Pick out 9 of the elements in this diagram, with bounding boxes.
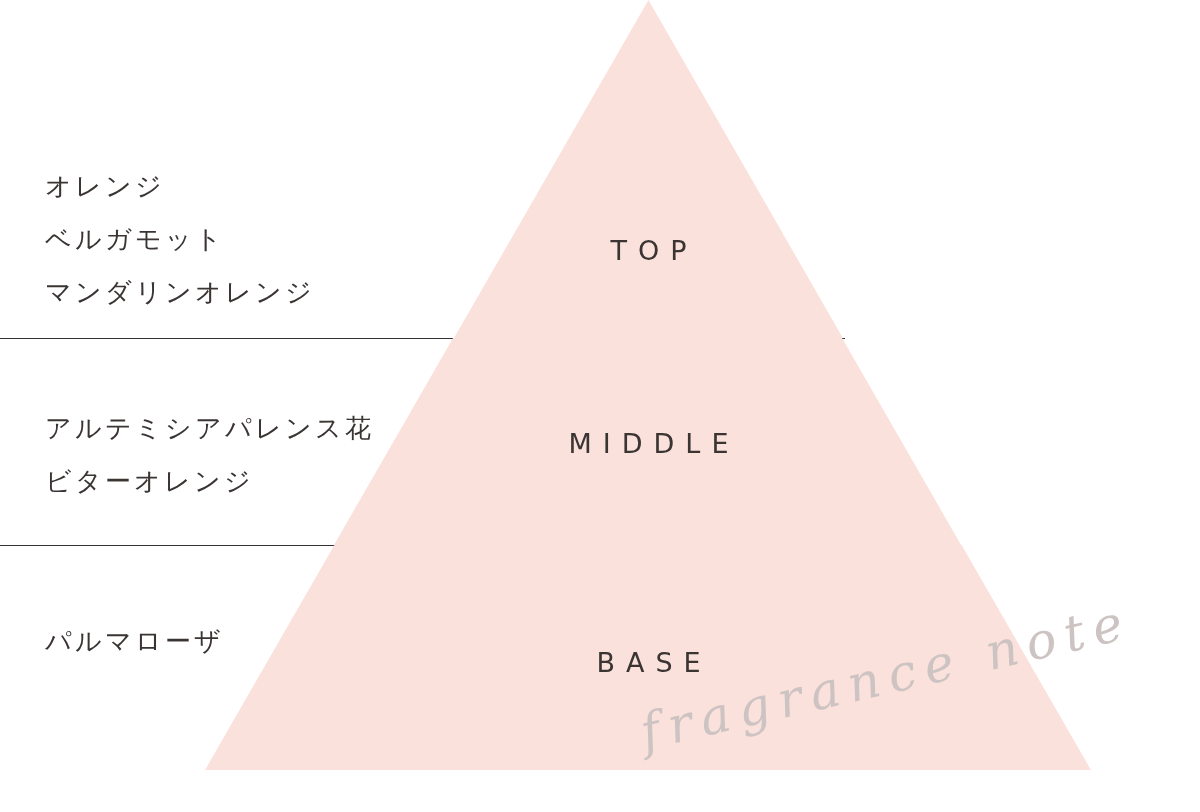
pyramid-tier xyxy=(453,0,843,338)
ingredient-name: オレンジ xyxy=(45,170,166,203)
tier-label: TOP xyxy=(610,234,698,266)
ingredient-name: ベルガモット xyxy=(45,223,226,256)
ingredient-name: マンダリンオレンジ xyxy=(45,276,315,309)
ingredient-name: ビターオレンジ xyxy=(45,465,255,498)
ingredient-name: アルテミシアパレンス花 xyxy=(45,412,374,445)
tier-label: MIDDLE xyxy=(568,427,740,459)
ingredient-name: パルマローザ xyxy=(45,625,224,658)
